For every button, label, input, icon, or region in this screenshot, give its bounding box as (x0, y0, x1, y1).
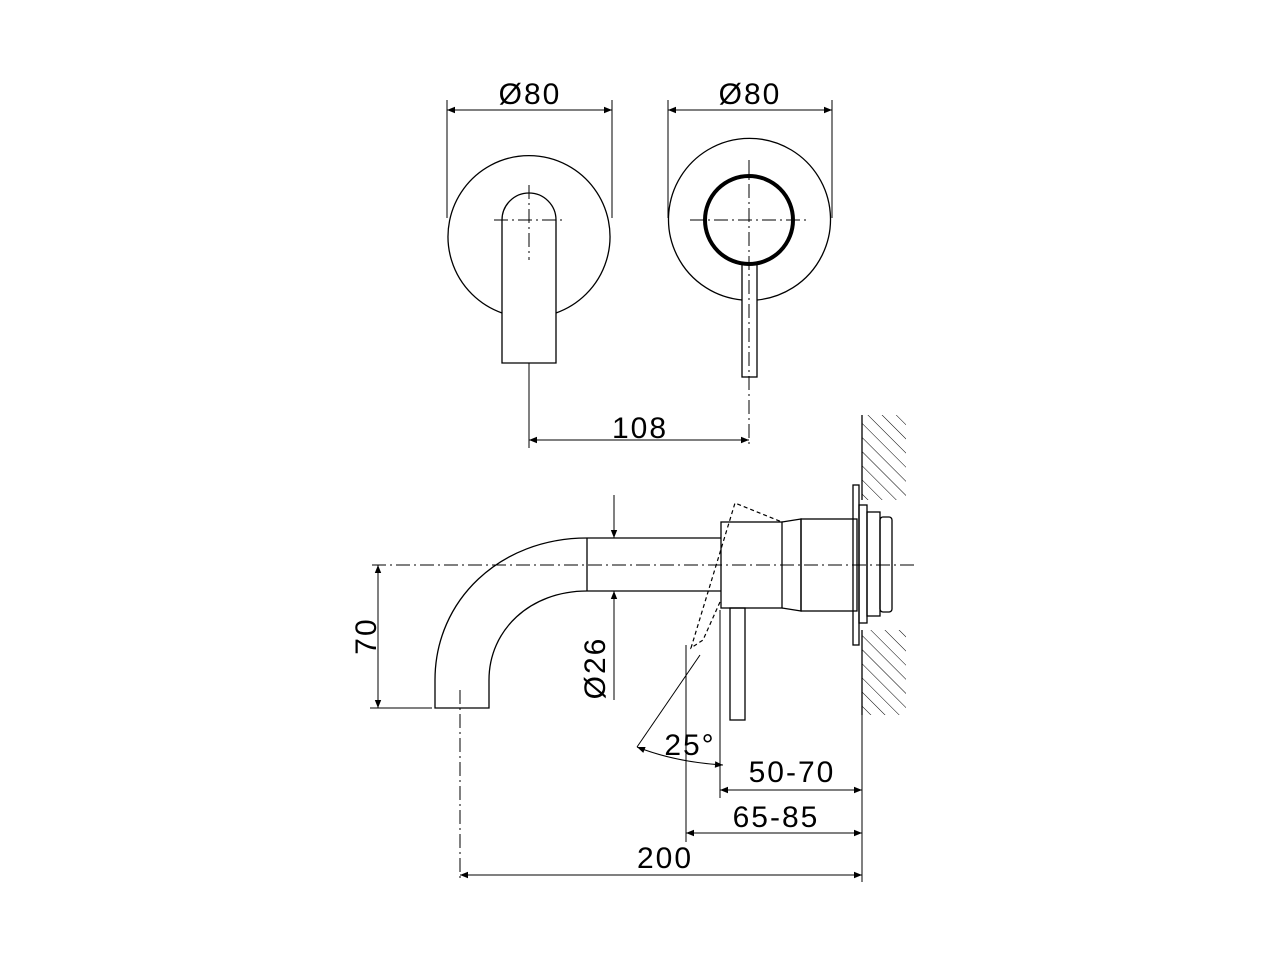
dimension-diameter-26: Ø26 (579, 495, 618, 700)
front-view-mixer (667, 137, 832, 445)
dimension-depths: 50-70 65-85 200 (460, 610, 863, 882)
dimension-label: 25° (664, 729, 715, 762)
dimension-70: 70 (350, 565, 432, 709)
dimension-angle: 25° (636, 654, 724, 768)
dimension-right-diameter: Ø80 (667, 78, 833, 218)
dimension-108: 108 (528, 363, 749, 448)
front-view-spout (447, 155, 611, 364)
dimension-label: Ø80 (499, 78, 562, 111)
wall-hatch-top (862, 415, 906, 500)
dimension-label: Ø80 (719, 78, 782, 111)
dimension-label: 70 (350, 617, 383, 654)
dimension-left-diameter: Ø80 (446, 78, 613, 218)
dimension-label: Ø26 (579, 637, 612, 700)
dimension-label: 65-85 (733, 801, 820, 834)
dimension-label: 108 (612, 412, 668, 445)
dimension-label: 200 (637, 842, 693, 875)
side-view (372, 415, 918, 880)
wall-hatch-bottom (862, 630, 906, 715)
dimension-label: 50-70 (749, 756, 836, 789)
